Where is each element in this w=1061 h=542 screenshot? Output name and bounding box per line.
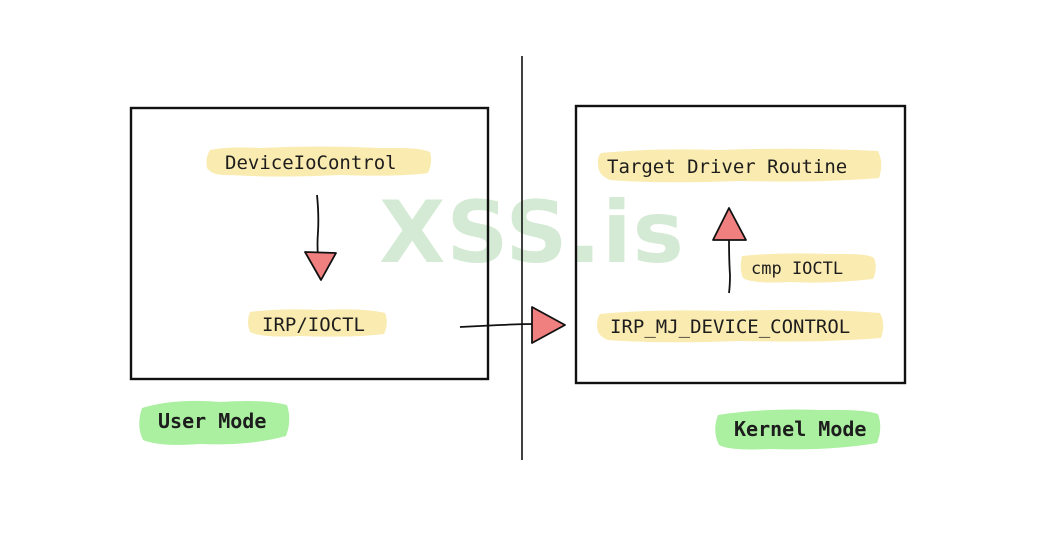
kernel-mode-box: Target Driver Routine cmp IOCTL IRP_MJ_D…	[574, 104, 907, 385]
device-io-control-highlight	[206, 146, 432, 177]
dispatch-up-line	[728, 237, 731, 294]
cross-boundary-arrow-head	[531, 306, 566, 344]
cmp-ioctl-highlight	[740, 253, 876, 283]
irp-ioctl-highlight	[248, 309, 387, 337]
target-driver-label: Target Driver Routine	[607, 156, 847, 178]
target-driver-highlight	[597, 148, 882, 183]
call-down-line	[316, 194, 320, 257]
user-mode-highlight	[139, 400, 290, 445]
irp-mj-label: IRP_MJ_DEVICE_CONTROL	[610, 316, 850, 338]
down-arrow-head	[304, 251, 337, 281]
cmp-ioctl-label: cmp IOCTL	[751, 259, 843, 279]
user-mode-box: DeviceIoControl IRP/IOCTL	[129, 106, 490, 381]
device-io-control-label: DeviceIoControl	[225, 152, 397, 174]
watermark: XSS.is	[379, 183, 685, 283]
irp-mj-highlight	[597, 309, 884, 343]
kernel-mode-label: Kernel Mode	[734, 417, 866, 441]
kernel-mode-frame	[574, 104, 907, 385]
irp-ioctl-label: IRP/IOCTL	[262, 314, 365, 336]
kernel-mode-highlight	[715, 409, 881, 450]
user-mode-label: User Mode	[158, 409, 266, 433]
cross-boundary-line	[459, 323, 536, 328]
up-arrow-head	[712, 207, 747, 241]
user-mode-frame	[129, 106, 490, 381]
